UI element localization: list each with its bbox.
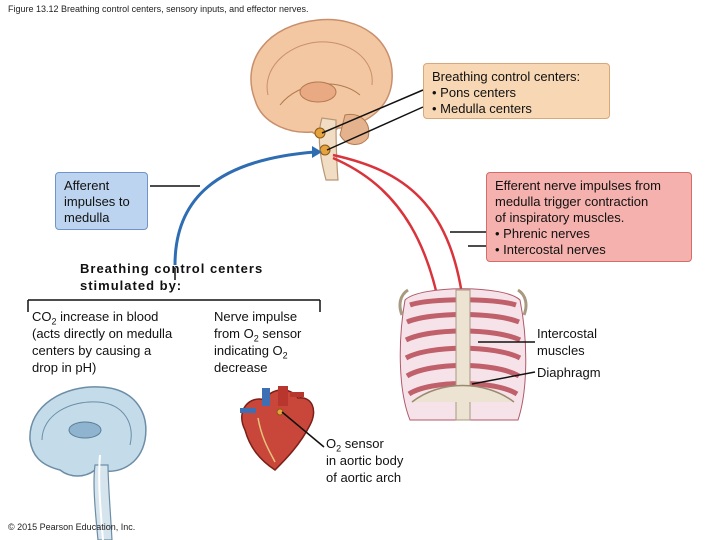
copyright-text: © 2015 Pearson Education, Inc. [8, 522, 136, 532]
brain-illustration [250, 18, 393, 181]
heart-illustration [240, 386, 315, 471]
medulla-marker [319, 144, 331, 156]
afferent-box: Afferent impulses to medulla [55, 172, 148, 230]
afferent-arrow [173, 150, 316, 266]
efferent-arrow-intercostal [332, 153, 467, 321]
efferent-line: medulla trigger contraction [495, 194, 649, 209]
efferent-line: • Intercostal nerves [495, 242, 606, 257]
efferent-box: Efferent nerve impulses from medulla tri… [486, 172, 692, 262]
control-centers-box: Breathing control centers: • Pons center… [423, 63, 610, 119]
intercostal-muscles-label: Intercostal muscles [537, 326, 597, 358]
stimuli-heading-line: Breathing control centers [80, 261, 264, 276]
stimuli-heading: Breathing control centers stimulated by: [80, 260, 263, 294]
medulla-centers-item: • Medulla centers [432, 101, 532, 116]
afferent-line: Afferent [64, 178, 110, 193]
efferent-line: Efferent nerve impulses from [495, 178, 661, 193]
pons-centers-item: • Pons centers [432, 85, 517, 100]
diaphragm-label: Diaphragm [537, 365, 601, 380]
stimuli-heading-line: stimulated by: [80, 278, 183, 293]
efferent-line: • Phrenic nerves [495, 226, 590, 241]
o2-stimulus-text: Nerve impulse from O2 sensor indicating … [214, 309, 302, 375]
co2-stimulus-text: CO2 increase in blood (acts directly on … [32, 309, 173, 375]
rib-cage-illustration [398, 288, 528, 421]
lower-brain-illustration [29, 386, 147, 540]
pons-marker [314, 127, 326, 139]
afferent-line: impulses to [64, 194, 130, 209]
o2-sensor-label: O2 sensor in aortic body of aortic arch [326, 436, 404, 485]
control-centers-title: Breathing control centers: [432, 69, 581, 84]
figure-title: Figure 13.12 Breathing control centers, … [8, 4, 309, 14]
efferent-line: of inspiratory muscles. [495, 210, 625, 225]
afferent-line: medulla [64, 210, 110, 225]
